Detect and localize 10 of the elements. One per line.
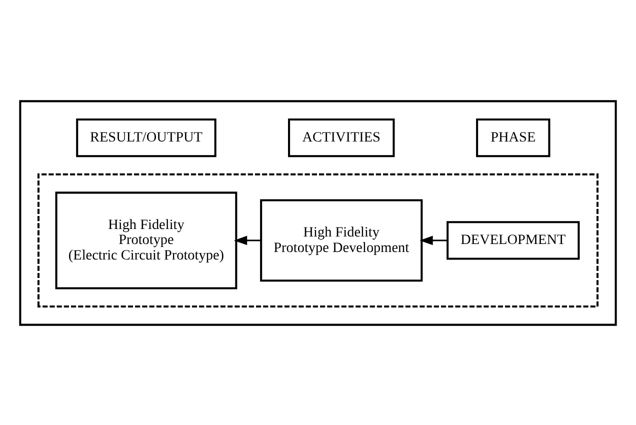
node-box: PHASE bbox=[476, 118, 550, 157]
arrow bbox=[234, 235, 261, 245]
node-box: High Fidelity Prototype (Electric Circuit Prototype) bbox=[55, 191, 238, 289]
node-box: High Fidelity Prototype Development bbox=[260, 198, 423, 282]
cluster bbox=[19, 100, 617, 326]
node-box: ACTIVITIES bbox=[288, 118, 395, 157]
node-box: RESULT/OUTPUT bbox=[76, 118, 216, 157]
node-box: DEVELOPMENT bbox=[446, 220, 580, 260]
arrow bbox=[420, 235, 448, 245]
cluster bbox=[37, 172, 599, 308]
